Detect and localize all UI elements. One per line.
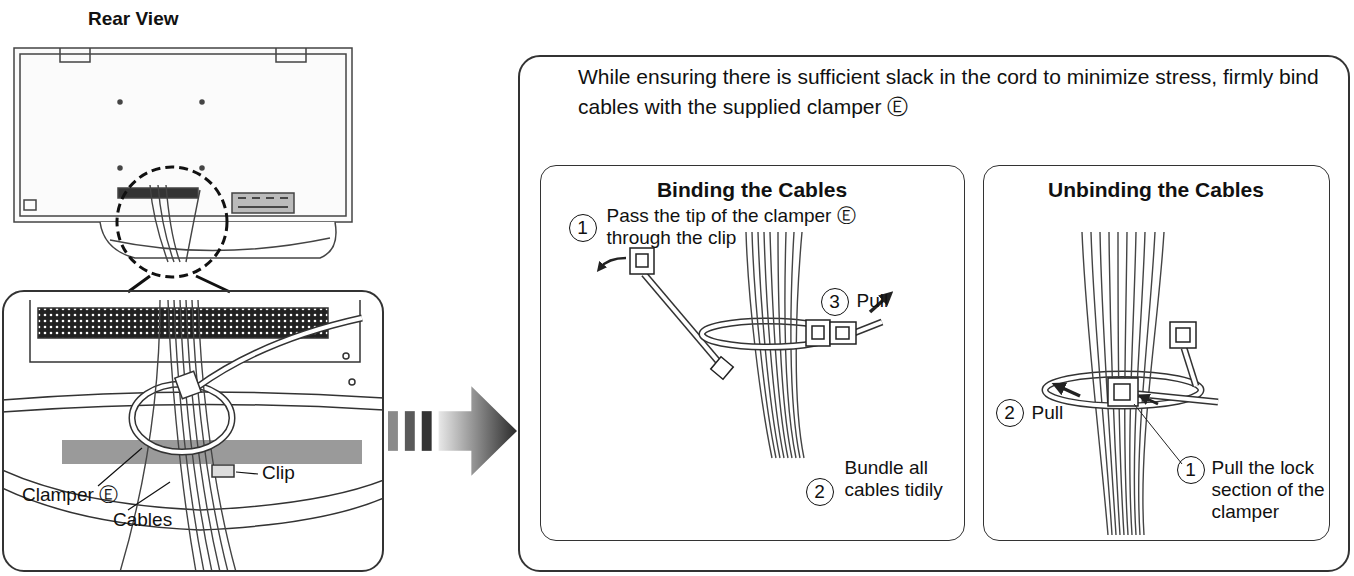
- step-panel: Unbinding the Cables 2 Pull 1Pull the lock …: [983, 165, 1330, 541]
- lock-arrow: [1143, 397, 1158, 404]
- clamper-lock: [1108, 378, 1138, 406]
- callout-number: 2: [806, 478, 834, 506]
- step-text: Pass the tip of the clamper Ⓔ through th…: [607, 205, 869, 249]
- binding-illustration: [600, 232, 888, 458]
- clamper-head: [806, 320, 830, 346]
- arrow-bar: [422, 411, 432, 451]
- view-title: Rear View: [88, 8, 178, 30]
- panel-heading: Binding the Cables: [540, 177, 965, 203]
- cable-bundle: [1082, 232, 1164, 535]
- callout-number: 2: [996, 399, 1024, 427]
- arrow-shape: [439, 386, 517, 475]
- clamper-head-hole: [1176, 328, 1190, 342]
- step-text: Pull the lock section of the clamper: [1212, 457, 1330, 523]
- part-label: Cables: [113, 509, 172, 531]
- clamper-tail: [196, 318, 362, 388]
- wall-hook: [60, 48, 306, 62]
- tv-body: [14, 48, 352, 222]
- tv-stand-edge: [110, 238, 330, 251]
- leader-line: [98, 448, 258, 510]
- tv-port: [24, 200, 36, 210]
- terminal-marks: [238, 198, 288, 207]
- cable-bundle: [120, 300, 236, 572]
- terminal-panel: [232, 193, 294, 213]
- clamper-head: [630, 248, 654, 274]
- clamper-tip: [711, 357, 734, 380]
- closeup-illustration: [2, 300, 384, 572]
- instruction-panel: While ensuring there is sufficient slack…: [518, 55, 1350, 572]
- pull-arrow: [1058, 386, 1080, 396]
- step-panel: Binding the Cables 1 Pass the tip of the c…: [540, 165, 965, 541]
- clamper-lock-hole: [836, 327, 849, 339]
- screw-hole: [200, 166, 204, 170]
- clamper-strap: [644, 274, 722, 366]
- tv-cables: [150, 185, 200, 262]
- part-label: Clamper Ⓔ: [22, 484, 118, 506]
- unbinding-illustration: [1045, 232, 1218, 535]
- clamper-lock-hole: [1114, 384, 1130, 400]
- step-text: Pull: [1032, 402, 1064, 424]
- leader-line: [1134, 404, 1182, 464]
- motion-arrow: [600, 258, 626, 268]
- arrow-bar: [405, 411, 415, 451]
- clamper-head-hole: [636, 254, 648, 267]
- callout-number: 3: [821, 288, 849, 316]
- clamper-strap: [1184, 348, 1196, 386]
- clamper-tail: [854, 322, 882, 333]
- step-text: Bundle all cables tidily: [845, 457, 945, 501]
- screw-hole: [343, 353, 349, 359]
- tv-rear-illustration: [14, 48, 352, 262]
- clamper-head-hole: [812, 326, 824, 339]
- tv-rim: [20, 54, 346, 216]
- clamper-loop: [132, 418, 232, 452]
- clamper-head: [175, 371, 201, 399]
- screw-hole: [200, 100, 204, 104]
- callout-number: 1: [569, 214, 597, 242]
- arrow-bar: [388, 411, 398, 451]
- clamper-loop: [132, 418, 232, 452]
- clamper-strap: [644, 274, 722, 366]
- clip: [212, 465, 234, 477]
- clamper-strap: [1184, 348, 1196, 386]
- instruction-text: While ensuring there is sufficient slack…: [578, 62, 1338, 122]
- zoom-inset: ClipClamper Ⓔ Cables: [2, 290, 384, 572]
- perforated-panel: [38, 308, 328, 338]
- clamper-lock: [830, 322, 856, 344]
- step-text: Pull: [857, 290, 889, 312]
- clamper-tail: [854, 322, 882, 333]
- flow-arrow: [388, 386, 517, 475]
- screw-hole: [118, 100, 122, 104]
- callout-number: 1: [1177, 456, 1205, 484]
- panel-heading: Unbinding the Cables: [983, 177, 1330, 203]
- zoom-circle: [117, 167, 227, 277]
- part-label: Clip: [262, 462, 295, 484]
- clamper-tail: [196, 318, 362, 388]
- clamper-head: [1170, 322, 1196, 348]
- screw-hole: [349, 379, 355, 385]
- screw-hole: [118, 166, 122, 170]
